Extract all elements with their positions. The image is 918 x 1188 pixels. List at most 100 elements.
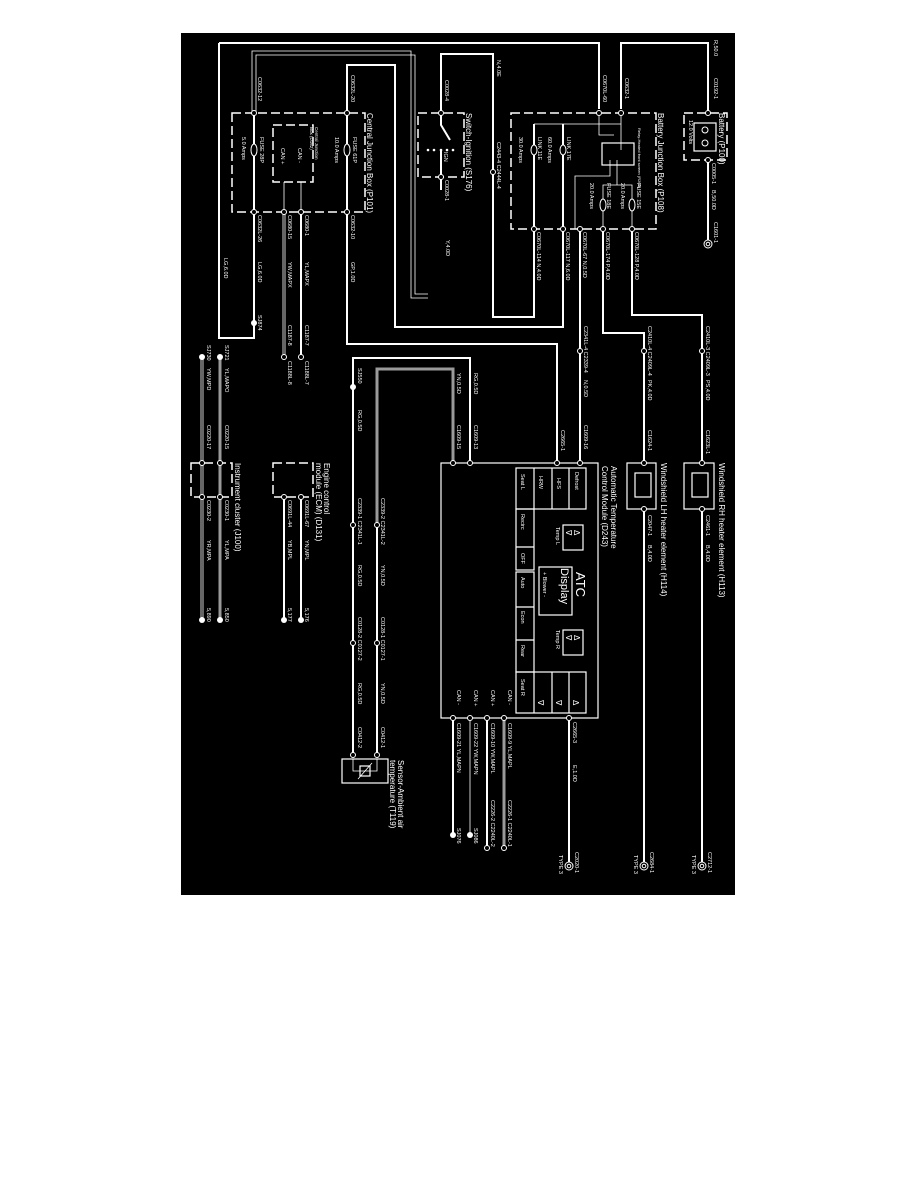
rh-heater-element-icon <box>691 472 709 498</box>
label: YL,MAPO <box>223 368 229 393</box>
label: TYPE 3 <box>632 855 638 874</box>
label: FUSE 15E <box>635 183 641 209</box>
label: C1601-1 <box>712 222 718 243</box>
label: C1187-7 <box>303 325 309 346</box>
label: C1609-13 <box>472 425 478 449</box>
label: CAN - <box>455 690 461 705</box>
lh-heater-title: Windshield LH heater element (H114) <box>659 463 668 597</box>
rear-button: Rear <box>519 645 525 657</box>
label: C0192-1 <box>712 78 718 99</box>
label: YN,MPL <box>303 540 309 560</box>
connector-icon <box>251 209 257 215</box>
label: TYPE 3 <box>690 855 696 874</box>
label: YN,0.5D <box>455 373 461 394</box>
connector-icon <box>450 715 456 721</box>
connector-icon <box>374 522 380 528</box>
connector-icon <box>281 209 287 215</box>
label: YL,MPA <box>223 540 229 560</box>
bjb-title: Battery Junction Box (P108) <box>656 113 665 213</box>
label: FUSE 28P <box>258 137 264 163</box>
label: C0028-4 <box>443 80 449 101</box>
connector-icon <box>577 226 583 232</box>
atc-control-panel <box>515 467 587 714</box>
label: E,1.0D <box>571 765 577 782</box>
connector-icon <box>217 460 223 466</box>
label: C0670L-60 <box>601 75 607 102</box>
label: C0220-17 <box>205 425 211 449</box>
hrw-button: HRW <box>537 476 543 490</box>
connector-icon <box>705 110 711 116</box>
label: SJ076 <box>455 828 461 844</box>
label: YB,MPL <box>286 540 292 560</box>
label: SJ730 <box>205 345 211 361</box>
wire-c0632-12 <box>251 50 428 299</box>
label: N,4.0E <box>495 60 501 77</box>
label: CAN - <box>296 148 302 163</box>
label: C2684-1 <box>648 852 654 873</box>
label: R,50.0 <box>712 40 718 56</box>
label: Central Junction <box>314 127 319 160</box>
blower-label: + Blower - <box>541 572 547 597</box>
connector-icon <box>350 640 356 646</box>
connector-icon <box>298 494 304 500</box>
connector-icon <box>641 348 647 354</box>
connector-icon <box>298 209 304 215</box>
temp-r-buttons <box>562 629 584 656</box>
connector-icon <box>350 522 356 528</box>
label: C0128-2 C0127-2 <box>356 617 362 661</box>
connector-icon <box>199 494 205 500</box>
battery-terminal-icon <box>701 139 709 147</box>
temp-r-label: Temp R <box>554 630 560 649</box>
label: C0005-1 <box>710 163 716 184</box>
label: GP,1.0D <box>349 262 355 282</box>
seat-r-button: Seat R <box>519 679 525 696</box>
connector-icon <box>467 715 473 721</box>
connector-icon <box>438 174 444 180</box>
connector-icon <box>298 354 304 360</box>
label: C2341L-4 C2339-4 <box>582 326 588 373</box>
ambient-sensor-box <box>341 758 389 784</box>
sensor-title: Sensor-Ambient air <box>396 760 405 829</box>
label: LG,6.0D <box>256 262 262 283</box>
mode-up-icon: Δ <box>571 700 580 706</box>
connectors <box>199 110 711 851</box>
bjb-links <box>533 124 564 229</box>
wire-yw-mpd <box>200 357 204 620</box>
label: C2712-1 <box>706 852 712 873</box>
label: 60.0 Amps <box>546 137 552 163</box>
wire-c0632l-20 <box>346 64 564 328</box>
label: 20.0 Amps <box>619 183 625 209</box>
label: YN,0.5D <box>379 683 385 704</box>
cjb-can-wires <box>283 182 302 212</box>
off-button: OFF <box>519 553 525 565</box>
label: C0220-15 <box>223 425 229 449</box>
connector-icon <box>641 506 647 512</box>
connector-icon <box>699 506 705 512</box>
wire-yn-gray <box>375 367 455 525</box>
fuse-28p-icon <box>250 143 258 157</box>
splice-sj730 <box>199 354 205 360</box>
label: 5,850 <box>223 608 229 622</box>
temp-r-up-icon: Δ <box>572 635 581 641</box>
connector-icon <box>374 752 380 758</box>
fuse-61p-icon <box>343 143 351 157</box>
battery-title: Battery (P100) <box>717 113 726 165</box>
label: CAN + <box>472 690 478 706</box>
label: C0632L-26 <box>256 215 262 242</box>
rh-heater-title: Windshield RH heater element (H113) <box>717 463 726 598</box>
label: C2047-1 <box>646 515 652 536</box>
label: C1624-1 <box>646 430 652 451</box>
connector-icon <box>450 460 456 466</box>
connector-icon <box>566 715 572 721</box>
connector-icon <box>199 460 205 466</box>
label: C2410L-3 C2409L-3 <box>704 326 710 376</box>
label: N,0.5D <box>582 380 588 397</box>
battery-cell <box>693 122 717 152</box>
connector-icon <box>618 110 624 116</box>
connector-icon <box>374 640 380 646</box>
splice-sj550 <box>350 384 356 390</box>
link-11e-icon <box>530 144 538 156</box>
link-17e-icon <box>559 144 567 156</box>
label: C1609-16 <box>582 425 588 449</box>
